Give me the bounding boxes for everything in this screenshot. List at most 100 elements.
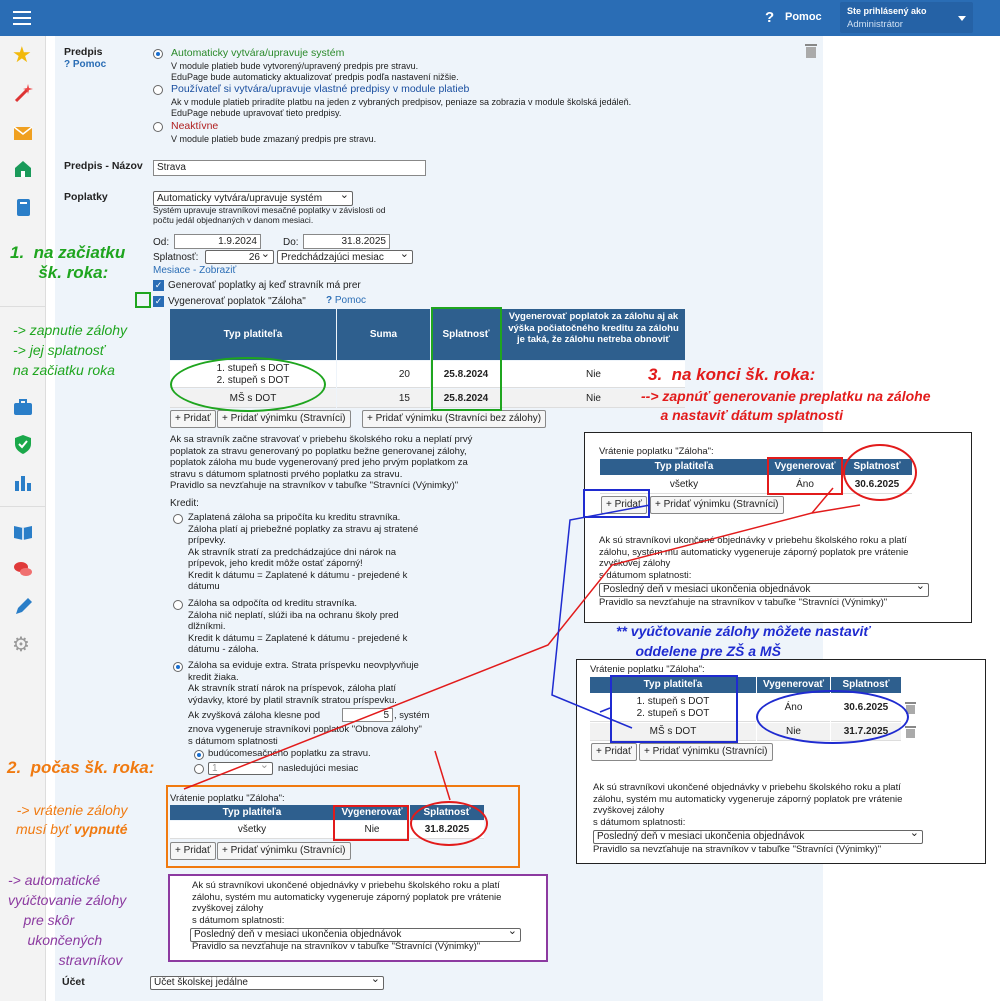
star-icon[interactable]: ★: [12, 42, 32, 67]
red-rect-vm-gen: [333, 805, 409, 841]
user-menu[interactable]: Ste prihlásený ako Administrátor: [840, 2, 973, 33]
t1-add-exception-button[interactable]: + Pridať výnimku (Stravníci): [217, 410, 351, 428]
t1-add-button[interactable]: + Pridať: [170, 410, 216, 428]
mail-icon[interactable]: [12, 122, 34, 144]
p2-row1-typ: 1. stupeň s DOT 2. stupeň s DOT: [590, 694, 756, 722]
sidebar: ★ ⚙: [0, 36, 46, 1001]
annotation-start-desc: -> zapnutie zálohy -> jej splatnosť na z…: [13, 322, 128, 378]
t1-row1-gen[interactable]: Nie: [502, 361, 685, 388]
briefcase-icon[interactable]: [12, 396, 34, 418]
open-book-icon[interactable]: [12, 520, 34, 542]
chat-bubbles-icon[interactable]: [12, 558, 34, 580]
annotation-auto: -> automatické vyúčtovanie zálohy pre sk…: [8, 872, 127, 968]
shield-check-icon[interactable]: [12, 433, 34, 455]
p2-add-exception-button[interactable]: + Pridať výnimku (Stravníci): [639, 743, 773, 761]
vm-add-button[interactable]: + Pridať: [170, 842, 216, 860]
option-inactive-title: Neaktívne: [171, 120, 219, 132]
radio-user[interactable]: [153, 85, 163, 95]
home-icon[interactable]: [12, 158, 34, 180]
p1-add-exception-button[interactable]: + Pridať výnimku (Stravníci): [650, 496, 784, 514]
green-oval: [170, 357, 326, 412]
p1-add-button[interactable]: + Pridať: [601, 496, 647, 514]
p2-add-button[interactable]: + Pridať: [591, 743, 637, 761]
radio-inactive[interactable]: [153, 122, 163, 132]
green-rect-splatnost: [431, 307, 502, 411]
kredit-radio-3[interactable]: [173, 662, 183, 672]
kredit-radio-2[interactable]: [173, 600, 183, 610]
splatnost-label: Splatnosť:: [153, 252, 199, 263]
predpis-help-link[interactable]: ? Pomoc: [64, 59, 107, 70]
do-label: Do:: [283, 237, 299, 248]
trash-icon[interactable]: [804, 42, 818, 59]
vm-add-exception-button[interactable]: + Pridať výnimku (Stravníci): [217, 842, 351, 860]
hamburger-menu-icon[interactable]: [13, 11, 31, 25]
trash-icon[interactable]: [905, 701, 916, 714]
auto-refund-text: Ak sú stravníkovi ukončené objednávky v …: [192, 880, 502, 926]
annotation-split: ** vyúčtovanie zálohy môžete nastaviť od…: [616, 623, 871, 659]
book-icon[interactable]: [12, 196, 34, 218]
option-inactive-desc: V module platieb bude zmazaný predpis pr…: [171, 134, 377, 144]
vm-row-gen[interactable]: Nie: [335, 821, 409, 839]
od-input[interactable]: 1.9.2024: [174, 234, 261, 249]
poplatky-select[interactable]: Automaticky vytvára/upravuje systém: [153, 191, 353, 206]
p2-header-gen: Vygenerovať: [757, 677, 830, 693]
bud-label: budúcomesačného poplatku za stravu.: [208, 748, 371, 759]
p1-header-typ: Typ platiteľa: [600, 459, 768, 475]
annotation-start-title: 1. na začiatku šk. roka:: [10, 243, 126, 283]
option-auto-title: Automaticky vytvára/upravuje systém: [171, 47, 345, 59]
do-input[interactable]: 31.8.2025: [303, 234, 390, 249]
kredit-option-1: Zaplatená záloha sa pripočíta ku kreditu…: [188, 512, 419, 592]
p1-header-gen: Vygenerovať: [769, 459, 841, 475]
kredit-option-3: Záloha sa eviduje extra. Strata príspevk…: [188, 660, 419, 706]
ak-text-1: Ak zvyšková záloha klesne pod: [188, 710, 321, 721]
popup2-auto-select[interactable]: Posledný deň v mesiaci ukončenia objedná…: [593, 830, 923, 844]
trash-icon[interactable]: [905, 725, 916, 738]
red-oval-p1-splatnost: [843, 444, 917, 501]
radio-auto[interactable]: [153, 49, 163, 59]
logged-in-label: Ste prihlásený ako: [847, 6, 927, 16]
poplatky-label: Poplatky: [64, 191, 108, 203]
blue-rect-p1-add: [583, 489, 650, 518]
ucet-select[interactable]: Účet školskej jedálne: [150, 976, 384, 990]
help-link[interactable]: Pomoc: [785, 11, 822, 23]
splatnost-month-select[interactable]: Predchádzajúci mesiac: [277, 250, 413, 264]
t1-row2-splatnost[interactable]: 25.8.2024: [431, 389, 501, 408]
user-name: Administrátor: [847, 19, 903, 30]
t1-row2-suma: 15: [337, 389, 430, 408]
popup2-title: Vrátenie poplatku "Záloha":: [590, 664, 705, 675]
zaloha-help-link[interactable]: ? Pomoc: [326, 295, 367, 306]
mesiace-link[interactable]: Mesiace - Zobraziť: [153, 265, 237, 276]
magic-wand-icon[interactable]: [12, 82, 34, 104]
pen-icon[interactable]: [12, 596, 34, 618]
popup2-auto-text: Ak sú stravníkovi ukončené objednávky v …: [593, 782, 903, 828]
popup1-auto-rule: Pravidlo sa nevzťahuje na stravníkov v t…: [599, 597, 888, 608]
auto-refund-select[interactable]: Posledný deň v mesiaci ukončenia objedná…: [190, 928, 521, 942]
ak-text-3: znova vygeneruje stravníkovi poplatok "O…: [188, 724, 422, 747]
t1-row2-gen[interactable]: Nie: [502, 389, 685, 408]
vratenie-main-title: Vrátenie poplatku "Záloha":: [170, 793, 285, 804]
t1-row1-splatnost[interactable]: 25.8.2024: [431, 361, 501, 388]
sidebar-divider: [0, 506, 46, 507]
t1-header-gen: Vygenerovať poplatok za zálohu aj ak výš…: [502, 309, 685, 360]
info-text: Ak sa stravník začne stravovať v priebeh…: [170, 434, 473, 491]
next-month-select[interactable]: 1: [208, 762, 273, 775]
p2-header-splatnost: Splatnosť: [831, 677, 901, 693]
predpis-label: Predpis: [64, 46, 103, 58]
generate-label: Generovať poplatky aj keď stravník má pr…: [168, 280, 361, 291]
next-radio[interactable]: [194, 764, 204, 774]
help-icon[interactable]: ?: [765, 9, 775, 26]
gear-icon[interactable]: ⚙: [12, 634, 30, 656]
nazov-input[interactable]: Strava: [153, 160, 426, 176]
bar-chart-icon[interactable]: [12, 471, 34, 493]
kredit-radio-1[interactable]: [173, 514, 183, 524]
bud-radio[interactable]: [194, 750, 204, 760]
generate-checkbox[interactable]: ✓: [153, 280, 164, 291]
option-auto-desc: V module platieb bude vytvorený/upravený…: [171, 61, 459, 82]
t1-header-splatnost: Splatnosť: [431, 309, 501, 360]
zaloha-checkbox[interactable]: ✓: [153, 296, 164, 307]
zaloha-label: Vygenerovať poplatok "Záloha": [168, 296, 306, 307]
splatnost-day-select[interactable]: 26: [205, 250, 274, 264]
auto-refund-rule: Pravidlo sa nevzťahuje na stravníkov v t…: [192, 941, 481, 952]
vm-header-gen: Vygenerovať: [335, 805, 409, 820]
popup1-auto-select[interactable]: Posledný deň v mesiaci ukončenia objedná…: [599, 583, 929, 597]
